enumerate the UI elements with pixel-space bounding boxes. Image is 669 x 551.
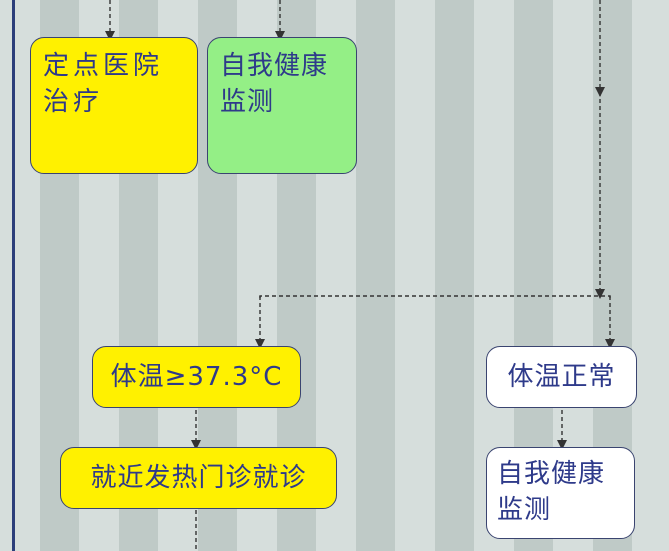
frame-border [12, 0, 15, 551]
node-label: 体温≥37.3°C [110, 362, 283, 392]
node-label: 自我健康监测 [497, 459, 606, 525]
node-label: 就近发热门诊就诊 [90, 463, 307, 493]
node-fever-clinic: 就近发热门诊就诊 [60, 447, 337, 509]
node-self-monitor-top: 自我健康监测 [207, 37, 357, 174]
node-label: 体温正常 [507, 362, 616, 392]
node-self-monitor-bottom: 自我健康监测 [486, 447, 635, 539]
node-temp-normal: 体温正常 [486, 346, 637, 408]
node-label: 定点医院治疗 [43, 51, 164, 117]
node-label: 自我健康监测 [220, 51, 329, 117]
split-branch [259, 295, 611, 298]
node-designated-hospital: 定点医院治疗 [30, 37, 198, 174]
node-temp-high: 体温≥37.3°C [92, 346, 301, 408]
